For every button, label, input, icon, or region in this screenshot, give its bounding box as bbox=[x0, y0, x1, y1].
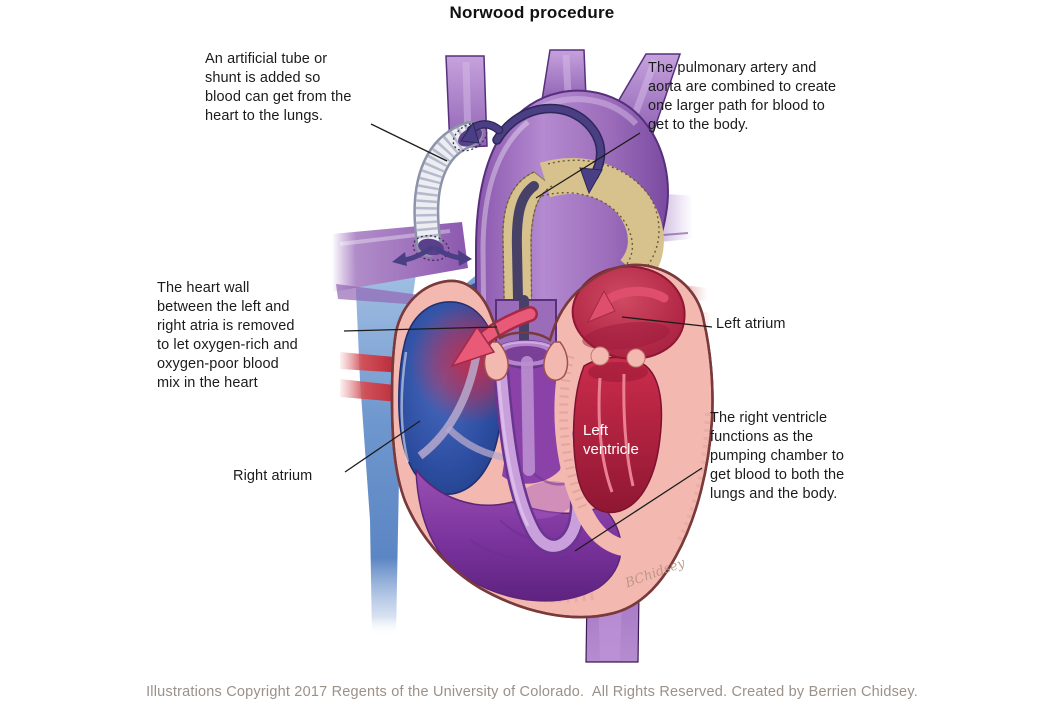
annotation-right-ventricle: The right ventricle functions as the pum… bbox=[710, 410, 845, 502]
annotation-aorta: The pulmonary artery and aorta are combi… bbox=[648, 60, 837, 133]
figure-title: Norwood procedure bbox=[449, 3, 615, 22]
label-left-ventricle: Left ventricle bbox=[583, 422, 639, 458]
label-right-atrium: Right atrium bbox=[233, 468, 313, 484]
heart-outline bbox=[390, 263, 714, 619]
annotation-shunt: An artificial tube or shunt is added so … bbox=[205, 51, 352, 124]
left-ventricle-chamber bbox=[572, 356, 663, 514]
leader-lines bbox=[343, 123, 713, 552]
annotation-septum: The heart wall between the left and righ… bbox=[157, 280, 298, 391]
ventricular-wall bbox=[554, 343, 635, 557]
mixing-arrow bbox=[450, 306, 538, 368]
copyright-footer: Illustrations Copyright 2017 Regents of … bbox=[146, 684, 918, 700]
label-left-atrium: Left atrium bbox=[716, 316, 786, 332]
